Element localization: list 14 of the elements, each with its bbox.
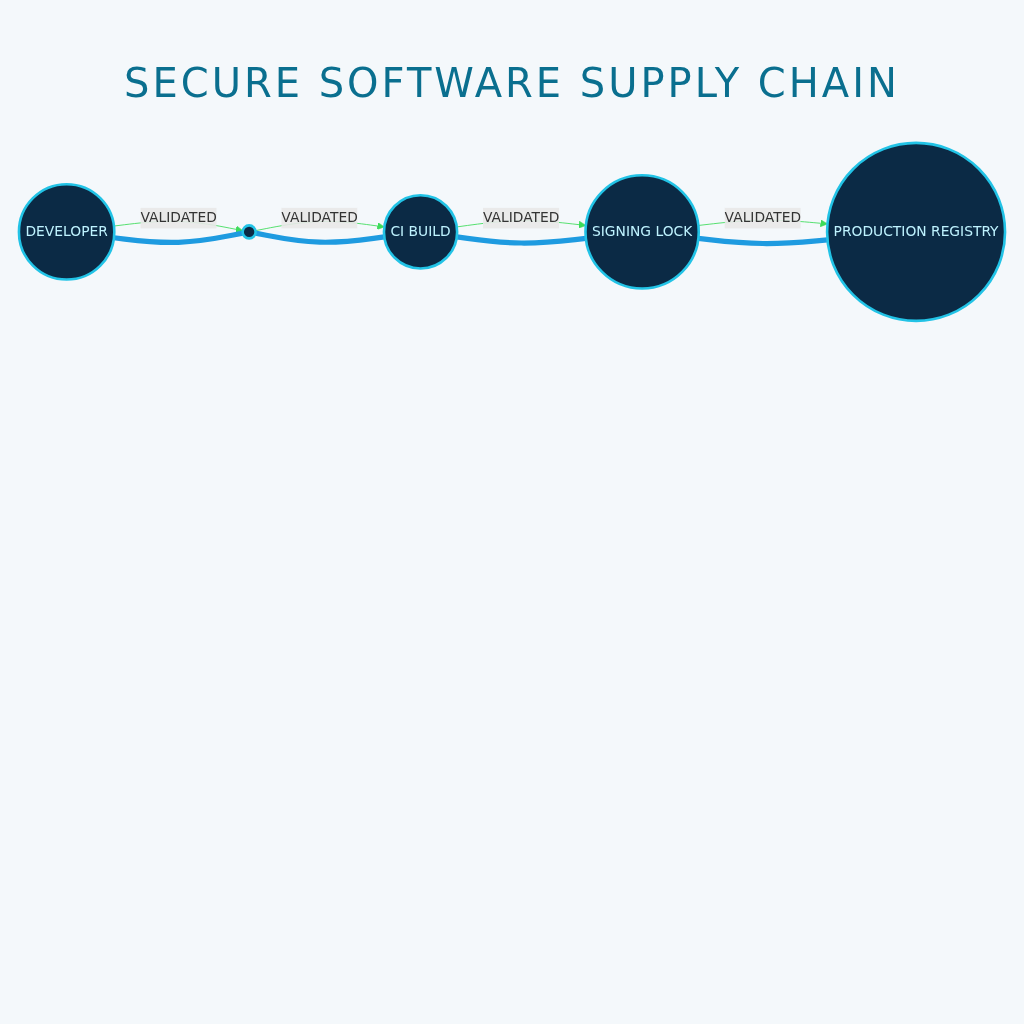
connector <box>255 230 385 245</box>
connector <box>698 235 828 247</box>
edge-label: VALIDATED <box>724 209 802 226</box>
edge-label: VALIDATED <box>281 209 358 226</box>
node-circle: DEVELOPER <box>17 182 116 281</box>
node-circle: PRODUCTION REGISTRY <box>825 141 1007 323</box>
node-circle: CI BUILD <box>382 194 459 270</box>
diagram-title: SECURE SOFTWARE SUPPLY CHAIN <box>123 60 901 106</box>
connector <box>113 230 244 246</box>
connector <box>456 234 587 246</box>
edge-label: VALIDATED <box>140 209 217 226</box>
edge-label: VALIDATED <box>482 209 560 226</box>
node-circle: SIGNING LOCK <box>584 173 701 290</box>
node-circle <box>241 224 257 240</box>
